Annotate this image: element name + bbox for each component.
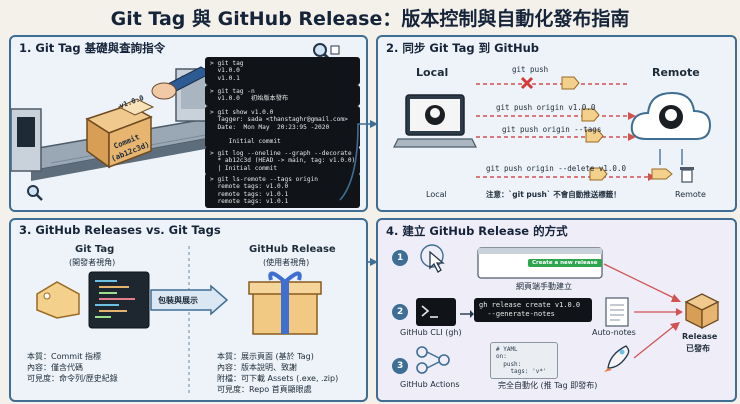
gift-box-icon: [248, 271, 322, 335]
panel-4-heading: 4. 建立 GitHub Release 的方式: [386, 224, 568, 238]
cloud-icon: [630, 91, 712, 140]
release-box-icon: [684, 293, 720, 330]
push-note: 注意：`git push` 不會自動推送標籤！: [486, 190, 621, 199]
laptop-icon: [393, 94, 477, 148]
cmd-push-tag: git push origin v1.0.0: [496, 103, 596, 112]
wrap-arrow: [150, 284, 229, 316]
git-tag-subtitle: (開發者視角): [69, 258, 116, 267]
notes-icon: [605, 297, 629, 327]
release-label: Release: [682, 332, 718, 341]
github-release-line-1: 本質：展示頁面 (基於 Tag): [217, 352, 314, 361]
divider: [188, 246, 190, 396]
terminal-git-log: > git log --oneline --graph --decorate *…: [205, 147, 360, 175]
terminal-git-show: > git show v1.0.0 Tagger: sada <thanstag…: [205, 106, 360, 149]
yaml-snippet: # YAML on: push: tags: 'v*': [490, 342, 558, 380]
method-1-badge: 1: [397, 253, 404, 263]
local-bottom-label: Local: [426, 190, 447, 199]
terminal-git-tag: > git tag v1.0.0 v1.0.1: [205, 57, 360, 85]
terminal-icon: [416, 298, 456, 326]
panel-releases-vs-tags: 3. GitHub Releases vs. Git Tags Git Tag …: [9, 218, 368, 402]
github-release-line-2: 內容：版本說明、致謝: [217, 363, 297, 372]
cmd-push-tags: git push origin --tags: [502, 125, 602, 134]
code-editor-icon: [88, 271, 150, 329]
actions-label: GitHub Actions: [400, 380, 460, 389]
github-release-title: GitHub Release: [249, 244, 336, 255]
wrap-arrow-label: 包裝與展示: [158, 296, 198, 305]
git-tag-line-3: 可見度：命令列/歷史紀錄: [27, 374, 118, 383]
tag-icon: [36, 281, 80, 319]
panel-3-heading: 3. GitHub Releases vs. Git Tags: [19, 223, 221, 237]
cli-arrow: [460, 310, 474, 318]
search-icon: [27, 185, 43, 201]
terminal-git-ls-remote: > git ls-remote --tags origin remote tag…: [205, 173, 360, 209]
github-release-line-4: 可見度：Repo 首頁顯眼處: [217, 385, 312, 394]
gh-cli-command: gh release create v1.0.0 --generate-note…: [474, 298, 592, 322]
create-release-button[interactable]: Create a new release: [528, 259, 602, 267]
commit-box-illustration: [85, 98, 155, 169]
cmd-delete-tag: git push origin --delete v1.0.0: [486, 164, 626, 173]
remote-label: Remote: [652, 66, 700, 79]
cmd-git-push: git push: [512, 65, 549, 74]
method-3-badge: 3: [397, 361, 404, 371]
click-hand-icon: [420, 244, 445, 273]
released-label: 已發布: [686, 344, 710, 353]
full-automation-label: 完全自動化 (推 Tag 即發布): [498, 381, 598, 390]
push-arrows: [476, 76, 683, 181]
git-tag-line-1: 本質：Commit 指標: [27, 352, 101, 361]
cli-label: GitHub CLI (gh): [400, 328, 462, 337]
local-label: Local: [416, 66, 449, 79]
web-ui-label: 網頁端手動建立: [516, 282, 572, 291]
tag-icon: [651, 168, 673, 180]
method-badges: [392, 250, 408, 374]
trash-icon: [680, 167, 694, 183]
panel-1-heading: 1. Git Tag 基礎與查詢指令: [19, 41, 166, 55]
terminal-git-tag-n: > git tag -n v1.0.0 初始版本發布: [205, 85, 360, 106]
panel-2-heading: 2. 同步 Git Tag 到 GitHub: [386, 41, 540, 55]
method-2-badge: 2: [397, 307, 404, 317]
panel-create-release: 4. 建立 GitHub Release 的方式 1 2 3 Create a …: [376, 218, 737, 402]
git-tag-title: Git Tag: [75, 244, 115, 255]
converge-arrows: [603, 263, 683, 359]
github-release-subtitle: (使用者視角): [263, 258, 310, 267]
git-tag-line-2: 內容：僅含代碼: [27, 363, 83, 372]
github-release-line-3: 附檔：可下載 Assets (.exe, .zip): [217, 374, 339, 383]
rocket-icon: [604, 345, 630, 372]
github-actions-icon: [416, 346, 450, 374]
remote-bottom-label: Remote: [675, 190, 706, 199]
page-title: Git Tag 與 GitHub Release：版本控制與自動化發布指南: [110, 8, 630, 30]
panel-sync-tag: 2. 同步 Git Tag 到 GitHub Local Remote git …: [376, 35, 737, 212]
auto-notes-label: Auto-notes: [592, 328, 636, 337]
